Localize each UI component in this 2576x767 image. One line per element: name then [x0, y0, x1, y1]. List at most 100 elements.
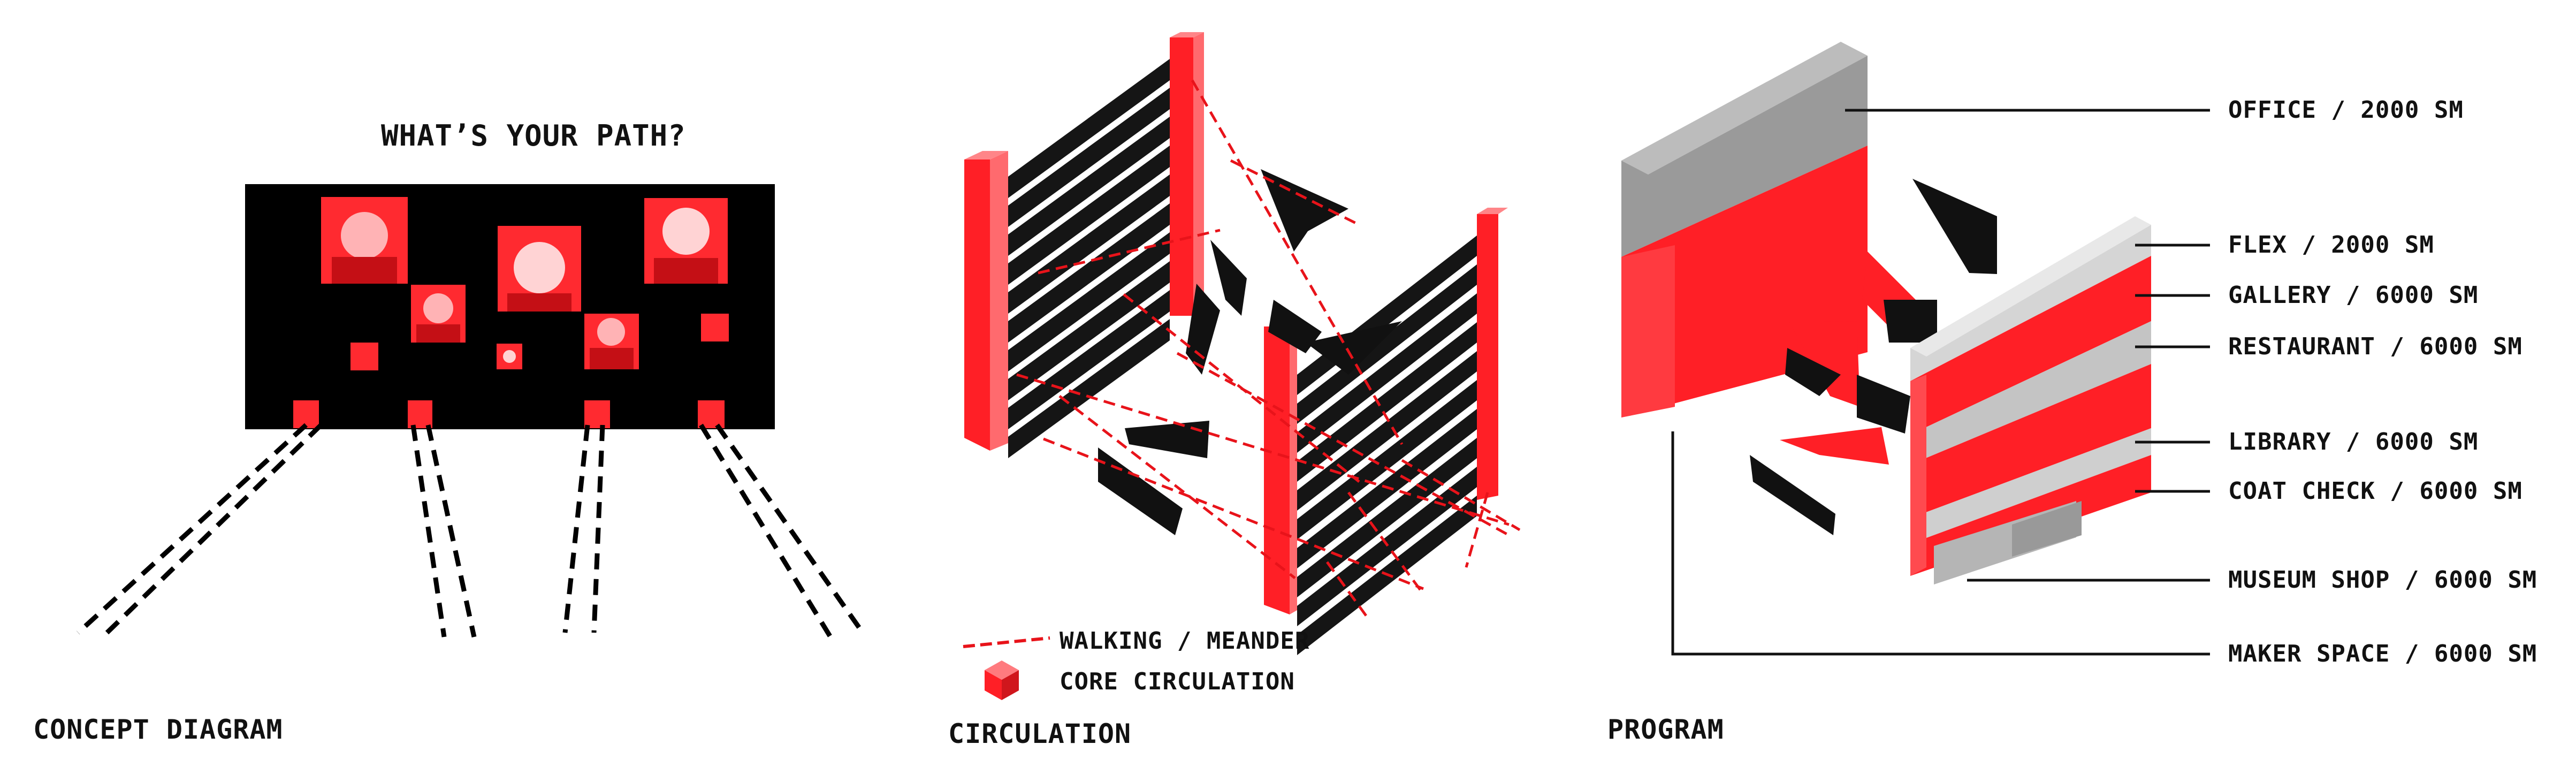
label-gallery: GALLERY / 6000 SM: [2228, 282, 2479, 309]
meander-path: [1038, 229, 1221, 275]
restaurant-band: [1910, 321, 2151, 465]
office-face: [1621, 56, 1868, 257]
gallery-band: [1910, 256, 2151, 435]
program-title: PROGRAM: [1607, 714, 1724, 745]
program-diagram: [1621, 42, 2210, 656]
left-back-core-face: [1170, 37, 1193, 316]
gallery-face-side: [1621, 245, 1675, 417]
portrait-tile: [701, 314, 729, 341]
left-core-side: [990, 151, 1008, 451]
portrait-shirt: [507, 293, 571, 312]
label-maker-space: MAKER SPACE / 6000 SM: [2228, 640, 2537, 667]
left-back-core-side: [1193, 32, 1204, 316]
program-right-block: [1910, 216, 2151, 584]
meander-path: [1401, 459, 1521, 531]
wedge: [1306, 321, 1402, 375]
portrait-tile: [698, 400, 725, 428]
meander-path: [1176, 352, 1510, 537]
portrait-shirt: [416, 324, 460, 343]
portrait-face: [341, 212, 388, 259]
floor-slab: [1297, 380, 1477, 540]
floor-slab: [1008, 232, 1170, 371]
wedge: [1098, 447, 1183, 535]
meander-path: [1230, 159, 1360, 226]
right-back-core-face: [1477, 214, 1498, 500]
circulation-title: CIRCULATION: [948, 718, 1132, 749]
path-line: [562, 424, 590, 633]
portrait-tile: [293, 400, 319, 428]
wedge: [1261, 169, 1348, 252]
left-core-face: [964, 160, 990, 451]
wedge: [1857, 375, 1910, 434]
floor-slab: [1297, 293, 1477, 453]
portrait-tile: [350, 343, 378, 370]
wedge: [1750, 455, 1835, 535]
portrait-shirt: [590, 348, 634, 369]
floor-slab: [1008, 59, 1170, 198]
floor-slab: [1008, 117, 1170, 256]
meander-path: [1058, 395, 1296, 579]
floor-slab: [1008, 261, 1170, 400]
concept-question: WHAT’S YOUR PATH?: [381, 119, 686, 153]
portrait-tile: [584, 400, 610, 428]
meander-paths: [1016, 79, 1521, 622]
wedge: [1780, 427, 1889, 465]
floor-slab: [1008, 88, 1170, 227]
meander-path: [1016, 373, 1510, 526]
maker-space-lower: [2012, 501, 2082, 557]
left-floor-slabs: [1008, 59, 1170, 458]
library-band: [1910, 364, 2151, 518]
left-core: [964, 151, 1008, 451]
path-line: [410, 424, 447, 637]
legend-core-label: CORE CIRCULATION: [1060, 668, 1295, 695]
right-core: [1264, 321, 1297, 614]
meander-path: [1191, 79, 1404, 445]
right-floor-slabs: [1297, 236, 1477, 655]
floor-slab: [1297, 438, 1477, 597]
right-core-face: [1264, 326, 1290, 614]
portrait-face: [503, 350, 516, 363]
label-restaurant: RESTAURANT / 6000 SM: [2228, 333, 2522, 360]
label-library: LIBRARY / 6000 SM: [2228, 428, 2479, 455]
right-back-core-top: [1477, 208, 1508, 214]
meander-path: [1465, 492, 1489, 568]
portrait-face: [662, 208, 710, 255]
path-line: [591, 424, 605, 633]
portrait-tiles: [293, 197, 729, 428]
concept-title: CONCEPT DIAGRAM: [33, 714, 283, 745]
legend-walking-label: WALKING / MEANDER: [1060, 627, 1310, 655]
meander-path: [1123, 293, 1360, 483]
flex-face: [1910, 225, 2151, 381]
circulation-diagram: [963, 32, 1521, 700]
meander-path: [1043, 437, 1424, 590]
wedge: [1912, 179, 1997, 274]
wedge: [1789, 321, 1860, 407]
portrait-shirt: [654, 258, 718, 284]
leader-maker-space: [1671, 431, 2210, 656]
floor-slab: [1297, 351, 1477, 511]
right-back-core: [1477, 208, 1508, 500]
left-back-core: [1170, 32, 1204, 316]
cube-left: [985, 670, 1002, 700]
flex-top: [1910, 216, 2151, 356]
portrait-shirt: [332, 257, 397, 284]
right-block-side: [1910, 375, 1926, 576]
concept-diagram: [76, 184, 863, 639]
floor-slab: [1297, 322, 1477, 482]
floor-slab: [1008, 174, 1170, 314]
legend-dashed-line-icon: [963, 636, 1050, 648]
label-coat-check: COAT CHECK / 6000 SM: [2228, 477, 2522, 505]
cube-right: [1002, 670, 1019, 700]
wedge: [1125, 421, 1209, 458]
path-line: [425, 424, 477, 637]
floor-slab: [1008, 290, 1170, 429]
path-line: [76, 423, 308, 635]
wedge: [1210, 240, 1247, 316]
floor-slab: [1008, 319, 1170, 458]
legend-red-cube-icon: [985, 660, 1019, 700]
path-line: [105, 423, 323, 635]
floor-slab: [1297, 264, 1477, 424]
portrait-face: [514, 242, 565, 293]
wedge: [1785, 348, 1841, 396]
